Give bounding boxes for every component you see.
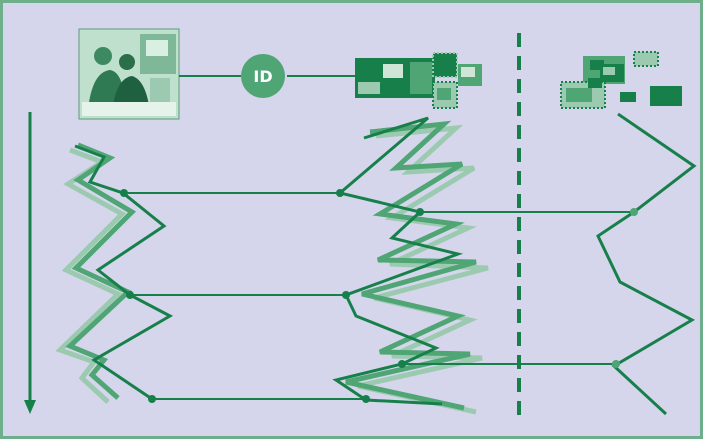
external-records-icon (560, 51, 682, 109)
link-dot (416, 208, 424, 216)
middle-timeline-light (357, 124, 489, 415)
link-dot (148, 395, 156, 403)
right-timeline (596, 112, 697, 416)
record-cards-icon (355, 52, 482, 109)
link-dot (630, 208, 638, 216)
patient-photo (78, 28, 180, 120)
middle-timeline-mid (345, 120, 477, 411)
id-token: ID (241, 54, 285, 98)
link-dot (126, 291, 134, 299)
link-dot (362, 395, 370, 403)
link-dot (612, 360, 620, 368)
link-dot (336, 189, 344, 197)
link-endpoints (120, 189, 638, 403)
left-timeline-mid (65, 142, 137, 400)
link-dot (342, 291, 350, 299)
link-dot (120, 189, 128, 197)
id-label: ID (253, 67, 272, 86)
time-axis-arrow (24, 112, 36, 414)
link-dot (398, 360, 406, 368)
left-timeline-dark (74, 144, 174, 401)
